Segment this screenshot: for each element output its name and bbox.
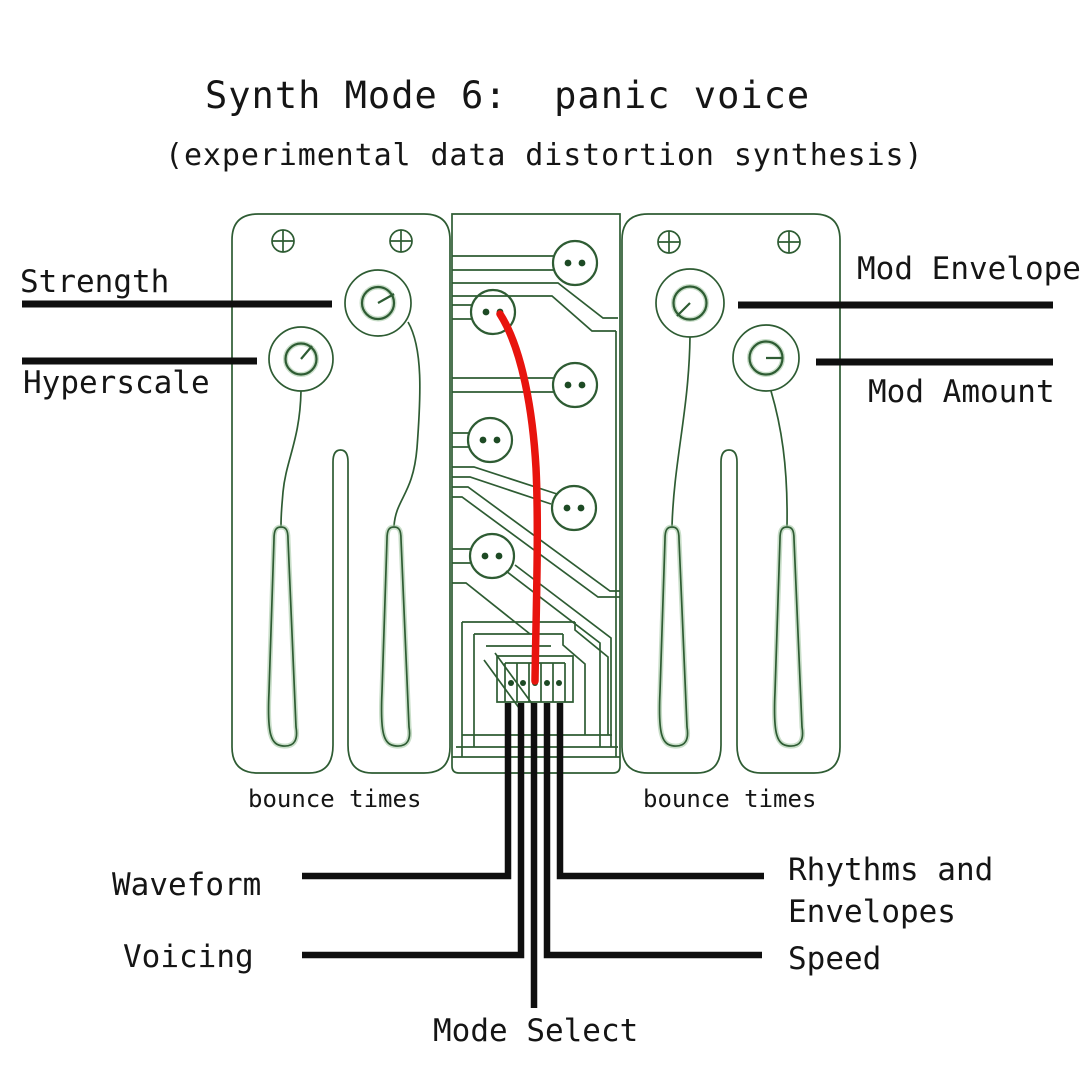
bounce-slider bbox=[775, 527, 803, 746]
knob-hyperscale bbox=[268, 326, 334, 392]
bounce-times-right-label: bounce times bbox=[643, 785, 817, 813]
center-circuit-board bbox=[451, 213, 621, 774]
bounce-slider bbox=[382, 527, 410, 746]
knob-wire bbox=[280, 390, 302, 527]
screw-icon bbox=[777, 230, 801, 254]
patch-cable bbox=[496, 310, 542, 685]
screw-icon bbox=[389, 229, 413, 253]
pcb-traces bbox=[452, 255, 620, 758]
strength-label: Strength bbox=[20, 264, 170, 300]
speed-pin-line bbox=[543, 703, 762, 959]
screw-icon bbox=[271, 229, 295, 253]
knob-strength bbox=[344, 269, 412, 337]
mode-select-label: Mode Select bbox=[433, 1013, 639, 1049]
screw-icon bbox=[657, 230, 681, 254]
page-subtitle: (experimental data distortion synthesis) bbox=[165, 138, 924, 173]
bounce-slider bbox=[660, 527, 688, 746]
voicing-pin-line bbox=[302, 703, 525, 959]
voicing-label: Voicing bbox=[123, 939, 254, 975]
waveform-pin-line bbox=[302, 703, 512, 880]
right-panel bbox=[621, 213, 841, 774]
knob-mod-amount bbox=[732, 324, 800, 392]
rhythms-label-line2: Envelopes bbox=[788, 894, 956, 930]
knob-wire bbox=[770, 390, 788, 527]
knob-wire bbox=[393, 321, 421, 527]
patch-pad bbox=[468, 532, 516, 580]
patch-pad bbox=[551, 361, 599, 409]
waveform-label: Waveform bbox=[112, 867, 262, 903]
speed-label: Speed bbox=[788, 941, 882, 977]
mod-envelope-label: Mod Envelope bbox=[857, 251, 1080, 287]
bounce-times-left-label: bounce times bbox=[248, 785, 422, 813]
patch-pad bbox=[551, 239, 599, 287]
page-title: Synth Mode 6: panic voice bbox=[205, 74, 811, 117]
callout-lines bbox=[22, 300, 1053, 1008]
rhythms-label-line1: Rhythms and bbox=[788, 852, 994, 888]
knob-mod-envelope bbox=[655, 268, 725, 338]
rhythms-pin-line bbox=[556, 703, 764, 880]
mod-amount-label: Mod Amount bbox=[868, 374, 1055, 410]
hyperscale-label: Hyperscale bbox=[23, 365, 210, 401]
left-panel bbox=[231, 213, 451, 774]
patch-pad bbox=[550, 484, 598, 532]
knob-wire bbox=[671, 336, 691, 527]
patch-pad bbox=[466, 416, 514, 464]
bounce-slider bbox=[269, 527, 297, 746]
